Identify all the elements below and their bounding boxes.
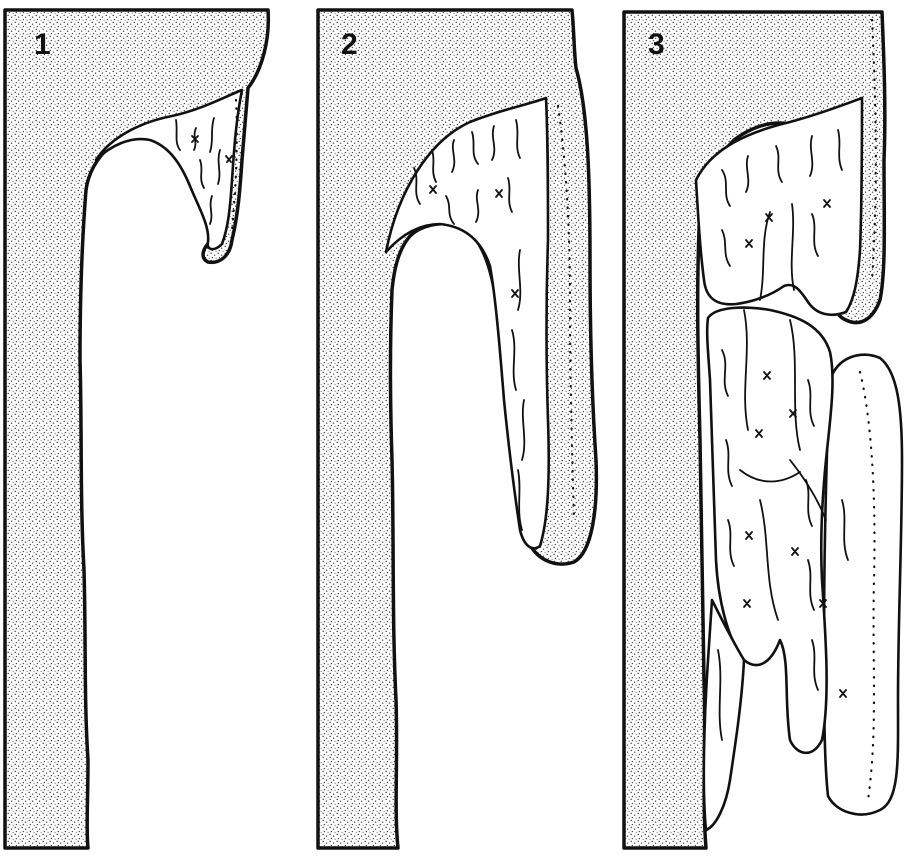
panel-3: 3 (624, 12, 902, 848)
panel-3-right-lobe (824, 355, 902, 815)
panel-2: 2 (318, 10, 596, 848)
panel-1: 1 (5, 10, 268, 848)
panel-2-label: 2 (341, 28, 358, 61)
panel-3-label: 3 (648, 28, 665, 61)
panel-1-label: 1 (34, 28, 51, 61)
